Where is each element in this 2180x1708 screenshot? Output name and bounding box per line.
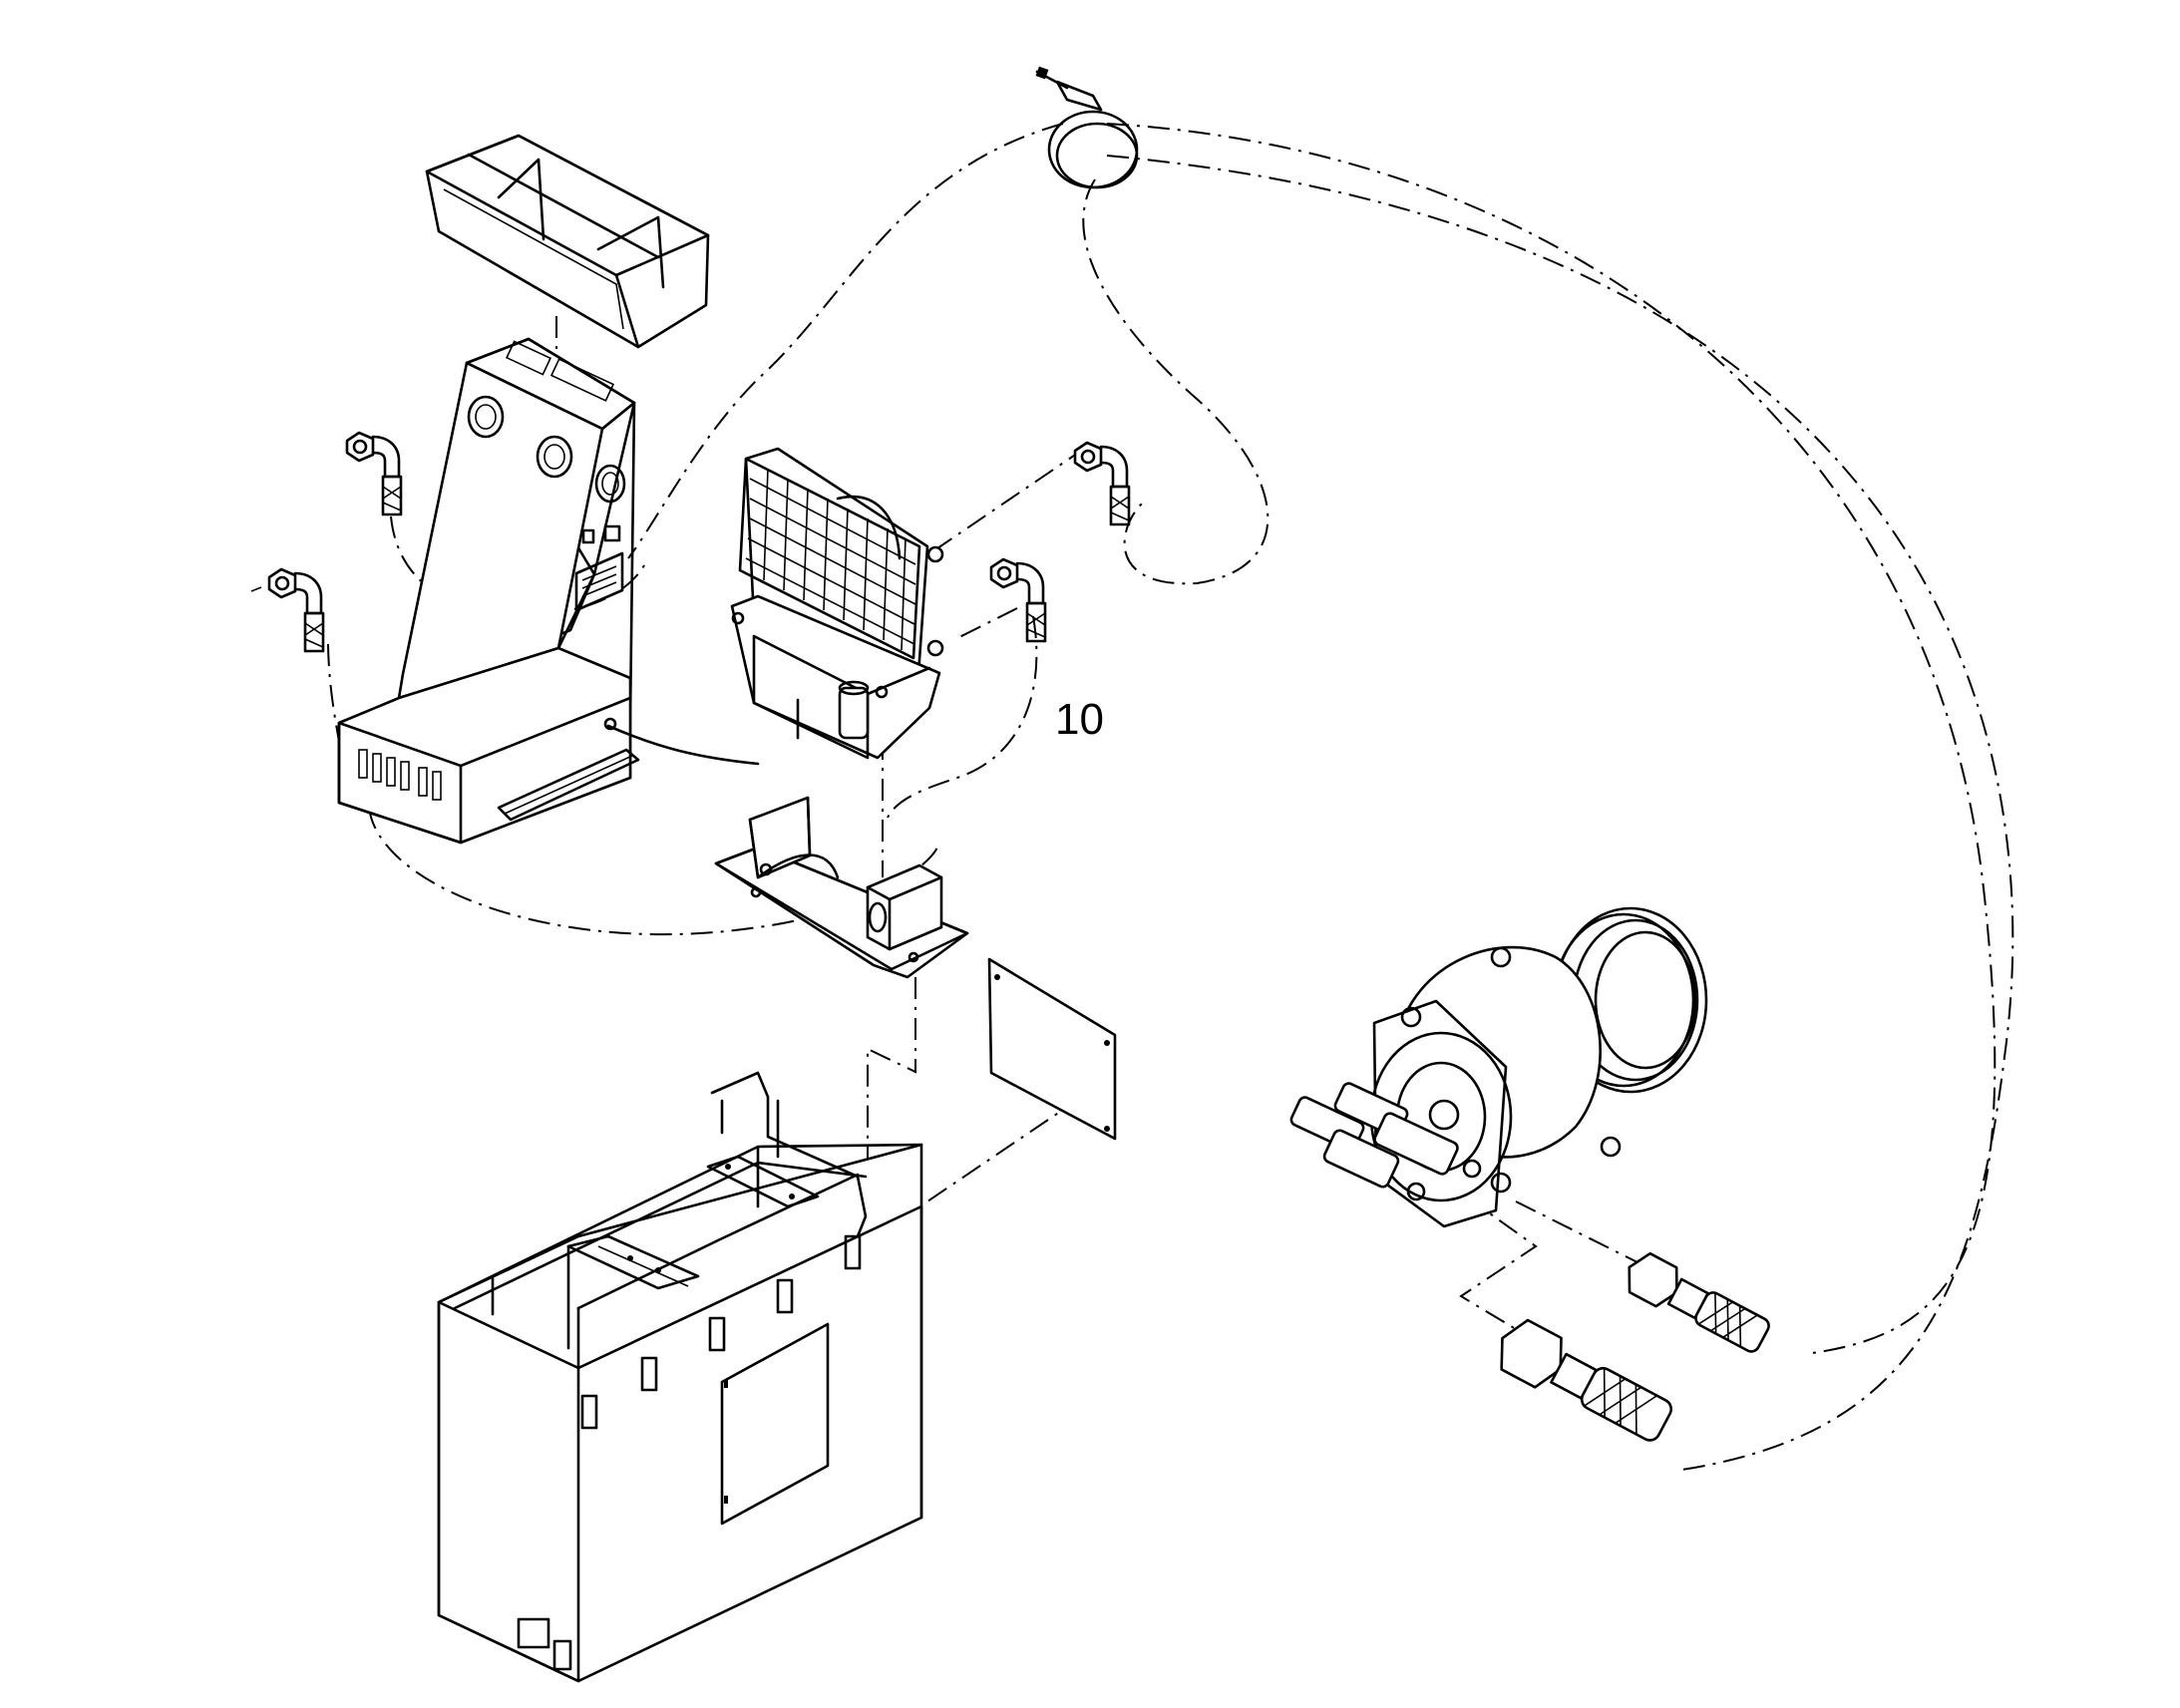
hose-clamp (1035, 66, 1139, 189)
hose-fitting-icon (1500, 1318, 1673, 1442)
elbow-fitting-icon (1073, 441, 1131, 526)
elbow-fitting-icon (345, 431, 403, 516)
elbow-fittings (250, 431, 1131, 653)
evaporator-housing (337, 337, 760, 845)
cabinet-frame (437, 1071, 923, 1683)
cover-plate (987, 957, 1117, 1141)
compressor (1289, 906, 1708, 1228)
elbow-fitting-icon (989, 557, 1047, 643)
elbow-fitting-icon (250, 567, 325, 653)
storage-tray (425, 134, 710, 349)
hose-fitting-icon (1628, 1251, 1770, 1353)
mounting-bracket (714, 796, 969, 979)
condenser-unit (730, 447, 944, 760)
callout-label-10: 10 (1055, 695, 1104, 744)
hose-fittings (1500, 1251, 1770, 1442)
